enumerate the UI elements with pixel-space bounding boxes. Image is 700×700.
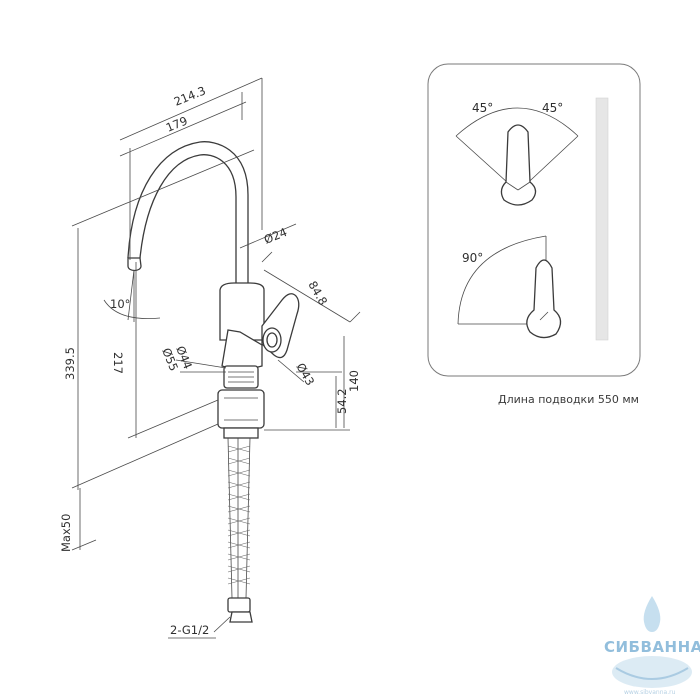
dim-lever-diameter: Ø43 [293, 361, 317, 389]
dim-lever-reach: 84.8 [305, 279, 330, 308]
dim-total-reach: 214.3 [172, 83, 208, 108]
dim-tilt-angle: 10° [110, 297, 130, 311]
dim-spout-diameter: Ø24 [262, 225, 289, 247]
dim-max-countertop: Max50 [59, 514, 73, 552]
dim-spout-reach: 179 [164, 114, 190, 135]
watermark-url: www.sibvanna.ru [624, 689, 676, 696]
dim-lever-offset: 54.2 [335, 388, 349, 414]
sibvanna-logo: СИБВАННА www.sibvanna.ru [604, 596, 700, 696]
dim-lever-height: 140 [347, 370, 361, 392]
angle-left: 45° [472, 101, 493, 115]
dim-spout-height: 217 [111, 352, 125, 374]
dim-thread: 2-G1/2 [170, 623, 209, 637]
dim-body-height: 339.5 [63, 347, 77, 380]
watermark-brand: СИБВАННА [604, 638, 700, 656]
hose-length-note: Длина подводки 550 мм [498, 393, 639, 406]
dimension-lines [71, 77, 361, 551]
faucet-outline [127, 141, 300, 633]
handle-angle-panel: 45° 45° 90° [427, 63, 641, 377]
angle-lift: 90° [462, 251, 483, 265]
angle-right: 45° [542, 101, 563, 115]
